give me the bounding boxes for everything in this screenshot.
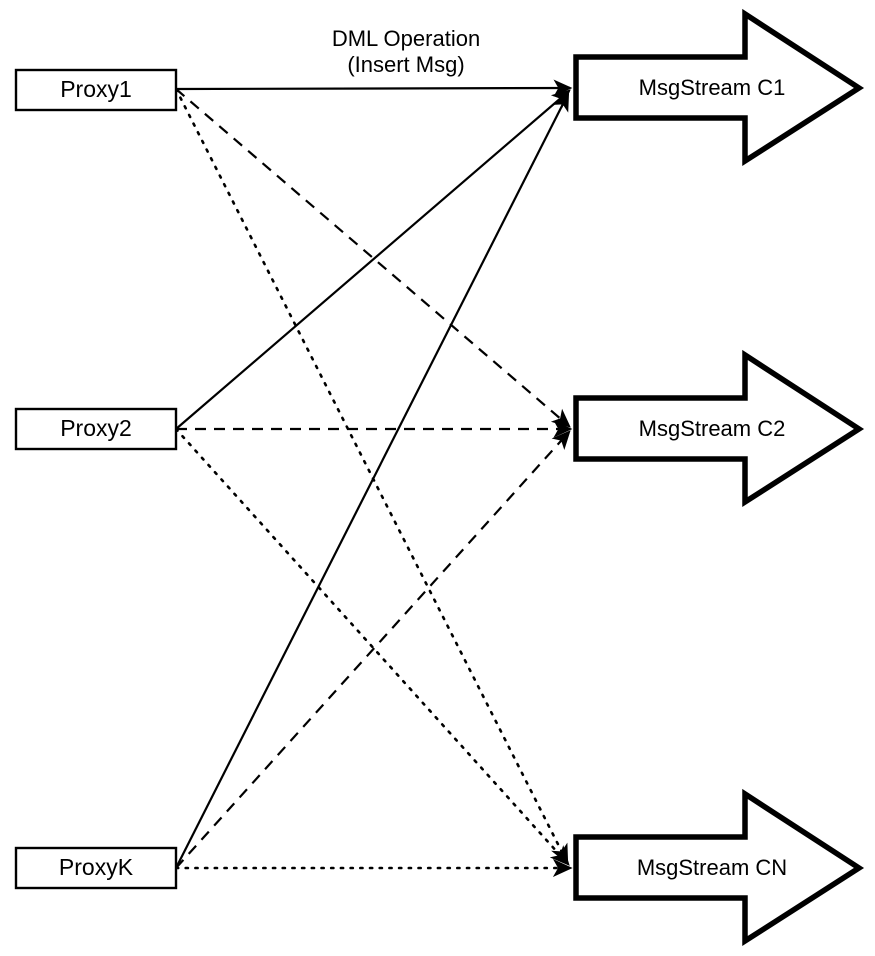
proxy-node-proxy1[interactable]: Proxy1 <box>14 68 178 112</box>
edge-proxyk-to-c1 <box>175 91 570 869</box>
proxy-node-proxyk[interactable]: ProxyK <box>14 846 178 890</box>
edge-proxy1-to-c2 <box>175 88 571 428</box>
edge-proxy1-to-c1 <box>175 79 573 97</box>
caption-dml-operation: DML Operation (Insert Msg) <box>332 26 480 77</box>
proxy-node-proxy2[interactable]: Proxy2 <box>14 407 178 451</box>
proxy1-label: Proxy1 <box>60 76 132 102</box>
msgstream-cn-label: MsgStream CN <box>637 855 787 880</box>
msgstream-c1-arrow-shape[interactable] <box>573 8 865 167</box>
msgstream-c2-label: MsgStream C2 <box>639 416 786 441</box>
edge-proxy2-to-cn <box>174 427 570 866</box>
edge-proxyk-to-c2 <box>175 430 571 869</box>
stream-node-msgstream-cn[interactable]: MsgStream CN <box>573 788 865 947</box>
proxy1-box[interactable] <box>14 68 178 112</box>
msgstream-c2-arrow-shape[interactable] <box>573 349 865 508</box>
edge-proxy1-to-cn <box>174 87 569 865</box>
proxy2-box[interactable] <box>14 407 178 451</box>
caption-line-2: (Insert Msg) <box>347 52 464 77</box>
stream-node-msgstream-c2[interactable]: MsgStream C2 <box>573 349 865 508</box>
proxyk-label: ProxyK <box>59 854 134 880</box>
edges-layer <box>174 79 573 878</box>
stream-node-msgstream-c1[interactable]: MsgStream C1 <box>573 8 865 167</box>
msgstream-c1-label: MsgStream C1 <box>639 75 786 100</box>
proxyk-box[interactable] <box>14 846 178 890</box>
caption-line-1: DML Operation <box>332 26 480 51</box>
msgstream-cn-arrow-shape[interactable] <box>573 788 865 947</box>
edge-proxy2-to-c1 <box>175 89 571 430</box>
proxy2-label: Proxy2 <box>60 415 132 441</box>
